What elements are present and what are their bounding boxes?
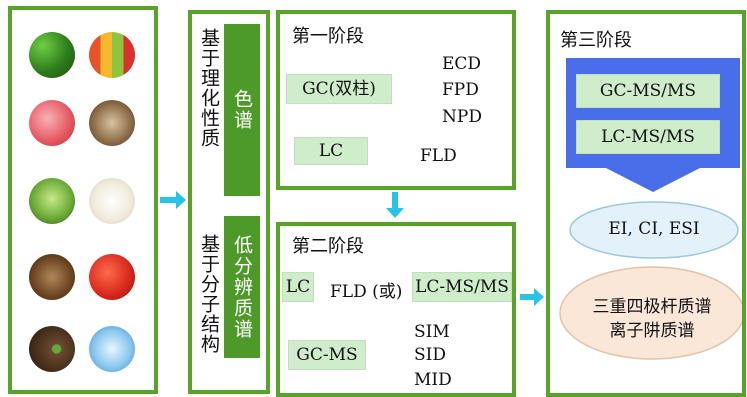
goji-berries-image	[89, 254, 135, 300]
water-glass-image	[89, 326, 135, 372]
arrow-right-2	[520, 288, 544, 306]
stage2-title: 第二阶段	[292, 236, 364, 257]
lc-msms-box-stage2: LC-MS/MS	[412, 272, 512, 302]
broccoli-image	[29, 32, 75, 78]
low-res-ms-box: 低分辨质谱	[224, 216, 260, 358]
milk-image	[89, 178, 135, 224]
lc-box-stage2: LC	[282, 272, 314, 302]
sim-label: SIM	[414, 322, 450, 342]
mushrooms-image	[89, 100, 135, 146]
arrow-right-1	[160, 191, 186, 209]
physicochemical-label: 基于理化性质	[198, 28, 220, 148]
gc-dual-column-box: GC(双柱)	[286, 74, 392, 104]
npd-label: NPD	[442, 107, 482, 127]
ion-trap-label: 离子阱质谱	[609, 321, 695, 341]
triple-quad-label: 三重四极杆质谱	[592, 297, 712, 317]
ion-sources-label: EI, CI, ESI	[608, 219, 700, 239]
stage1-title: 第一阶段	[292, 26, 364, 47]
green-tea-image	[29, 178, 75, 224]
apples-image	[29, 100, 75, 146]
molecular-structure-label: 基于分子结构	[198, 234, 220, 354]
soil-image	[29, 326, 75, 372]
stage3-panel	[546, 10, 746, 397]
arrow-down	[386, 192, 404, 218]
fld-label-stage1: FLD	[420, 146, 457, 166]
gc-msms-box: GC-MS/MS	[576, 74, 720, 108]
dried-herbs-image	[29, 254, 75, 300]
ecd-label: ECD	[442, 54, 482, 74]
lc-box-stage1: LC	[294, 137, 368, 165]
stage3-title: 第三阶段	[560, 30, 632, 51]
ion-source-ellipse	[569, 201, 739, 259]
fpd-label: FPD	[442, 80, 479, 100]
chromatography-box: 色谱	[224, 24, 260, 196]
lc-msms-box-stage3: LC-MS/MS	[576, 120, 720, 154]
mid-label: MID	[414, 370, 452, 390]
sid-label: SID	[414, 345, 446, 365]
gc-ms-box: GC-MS	[288, 340, 366, 370]
fld-or-label: FLD (或)	[330, 282, 403, 302]
juice-image	[89, 32, 135, 78]
